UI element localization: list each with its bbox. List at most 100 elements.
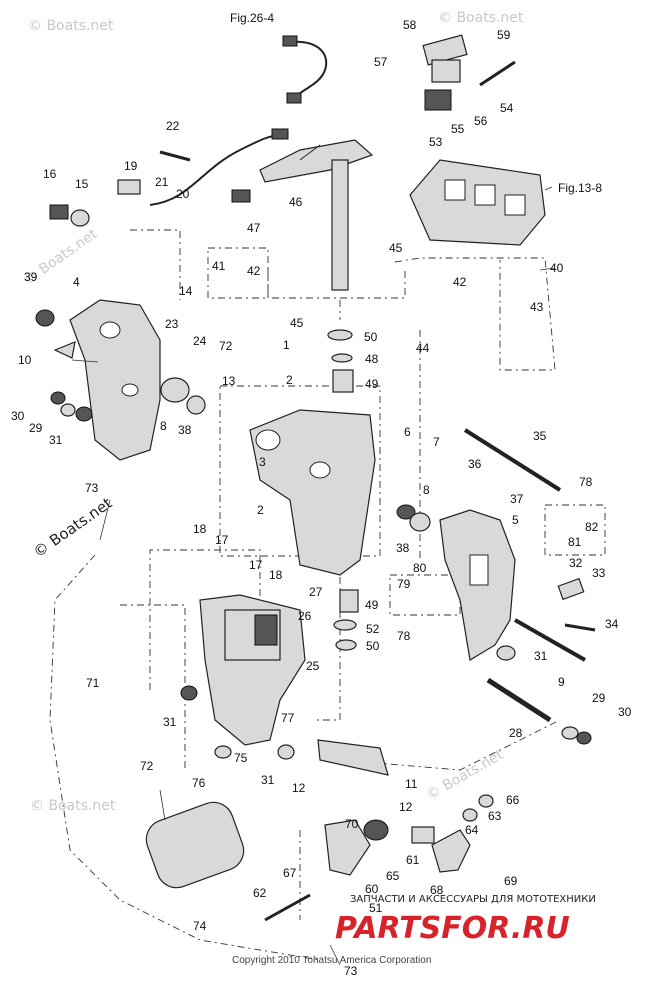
callout-42[interactable]: 42 (247, 264, 261, 278)
callout-15[interactable]: 15 (75, 177, 89, 191)
callout-29[interactable]: 29 (29, 421, 43, 435)
callout-58[interactable]: 58 (403, 18, 417, 32)
callout-25[interactable]: 25 (306, 659, 320, 673)
callout-17[interactable]: 17 (249, 558, 263, 572)
callout-13[interactable]: 13 (222, 374, 236, 388)
callout-22[interactable]: 22 (166, 119, 180, 133)
callout-8[interactable]: 8 (160, 419, 167, 433)
callout-26[interactable]: 26 (298, 609, 312, 623)
callout-71[interactable]: 71 (86, 676, 100, 690)
callout-76[interactable]: 76 (192, 776, 206, 790)
callout-7[interactable]: 7 (433, 435, 440, 449)
callout-31[interactable]: 31 (163, 715, 177, 729)
callout-79[interactable]: 79 (397, 577, 411, 591)
callout-42[interactable]: 42 (453, 275, 467, 289)
callout-31[interactable]: 31 (49, 433, 63, 447)
callout-55[interactable]: 55 (451, 122, 465, 136)
callout-30[interactable]: 30 (11, 409, 25, 423)
callout-9[interactable]: 9 (558, 675, 565, 689)
callout-30[interactable]: 30 (618, 705, 632, 719)
callout-68[interactable]: 68 (430, 883, 444, 897)
callout-28[interactable]: 28 (509, 726, 523, 740)
callout-74[interactable]: 74 (193, 919, 207, 933)
callout-31[interactable]: 31 (261, 773, 275, 787)
callout-70[interactable]: 70 (345, 817, 359, 831)
callout-75[interactable]: 75 (234, 751, 248, 765)
callout-48[interactable]: 48 (365, 352, 379, 366)
callout-32[interactable]: 32 (569, 556, 583, 570)
callout-80[interactable]: 80 (413, 561, 427, 575)
callout-24[interactable]: 24 (193, 334, 207, 348)
callout-5[interactable]: 5 (512, 513, 519, 527)
callout-39[interactable]: 39 (24, 270, 38, 284)
callout-52[interactable]: 52 (366, 622, 380, 636)
figure-ref-26-4[interactable]: Fig.26-4 (230, 11, 274, 25)
callout-81[interactable]: 81 (568, 535, 582, 549)
callout-17[interactable]: 17 (215, 533, 229, 547)
callout-29[interactable]: 29 (592, 691, 606, 705)
callout-21[interactable]: 21 (155, 175, 169, 189)
callout-46[interactable]: 46 (289, 195, 303, 209)
callout-66[interactable]: 66 (506, 793, 520, 807)
callout-36[interactable]: 36 (468, 457, 482, 471)
callout-62[interactable]: 62 (253, 886, 267, 900)
callout-72[interactable]: 72 (219, 339, 233, 353)
callout-53[interactable]: 53 (429, 135, 443, 149)
callout-64[interactable]: 64 (465, 823, 479, 837)
callout-77[interactable]: 77 (281, 711, 295, 725)
callout-50[interactable]: 50 (364, 330, 378, 344)
callout-34[interactable]: 34 (605, 617, 619, 631)
callout-60[interactable]: 60 (365, 882, 379, 896)
callout-38[interactable]: 38 (396, 541, 410, 555)
callout-2[interactable]: 2 (286, 373, 293, 387)
callout-1[interactable]: 1 (283, 338, 290, 352)
callout-27[interactable]: 27 (309, 585, 323, 599)
callout-11[interactable]: 11 (405, 777, 418, 791)
callout-65[interactable]: 65 (386, 869, 400, 883)
callout-18[interactable]: 18 (193, 522, 207, 536)
callout-69[interactable]: 69 (504, 874, 518, 888)
callout-12[interactable]: 12 (399, 800, 413, 814)
callout-49[interactable]: 49 (365, 598, 379, 612)
callout-4[interactable]: 4 (73, 275, 80, 289)
callout-56[interactable]: 56 (474, 114, 488, 128)
callout-16[interactable]: 16 (43, 167, 57, 181)
callout-12[interactable]: 12 (292, 781, 306, 795)
callout-54[interactable]: 54 (500, 101, 514, 115)
callout-18[interactable]: 18 (269, 568, 283, 582)
figure-ref-13-8[interactable]: Fig.13-8 (558, 181, 602, 195)
callout-63[interactable]: 63 (488, 809, 502, 823)
callout-73[interactable]: 73 (344, 964, 358, 978)
callout-73[interactable]: 73 (85, 481, 99, 495)
callout-67[interactable]: 67 (283, 866, 297, 880)
callout-49[interactable]: 49 (365, 377, 379, 391)
callout-3[interactable]: 3 (259, 455, 266, 469)
callout-50[interactable]: 50 (366, 639, 380, 653)
callout-43[interactable]: 43 (530, 300, 544, 314)
callout-44[interactable]: 44 (416, 341, 430, 355)
callout-61[interactable]: 61 (406, 853, 420, 867)
brand-logo[interactable]: PARTSFOR.RU (335, 911, 570, 946)
callout-72[interactable]: 72 (140, 759, 154, 773)
callout-41[interactable]: 41 (212, 259, 226, 273)
callout-78[interactable]: 78 (397, 629, 411, 643)
callout-45[interactable]: 45 (389, 241, 403, 255)
callout-20[interactable]: 20 (176, 187, 190, 201)
callout-78[interactable]: 78 (579, 475, 593, 489)
callout-2[interactable]: 2 (257, 503, 264, 517)
callout-6[interactable]: 6 (404, 425, 411, 439)
callout-33[interactable]: 33 (592, 566, 606, 580)
callout-47[interactable]: 47 (247, 221, 261, 235)
callout-10[interactable]: 10 (18, 353, 32, 367)
callout-40[interactable]: 40 (550, 261, 564, 275)
callout-35[interactable]: 35 (533, 429, 547, 443)
callout-14[interactable]: 14 (179, 284, 193, 298)
callout-31[interactable]: 31 (534, 649, 548, 663)
callout-82[interactable]: 82 (585, 520, 599, 534)
callout-23[interactable]: 23 (165, 317, 179, 331)
callout-19[interactable]: 19 (124, 159, 138, 173)
callout-38[interactable]: 38 (178, 423, 192, 437)
callout-57[interactable]: 57 (374, 55, 388, 69)
callout-8[interactable]: 8 (423, 483, 430, 497)
callout-45[interactable]: 45 (290, 316, 304, 330)
